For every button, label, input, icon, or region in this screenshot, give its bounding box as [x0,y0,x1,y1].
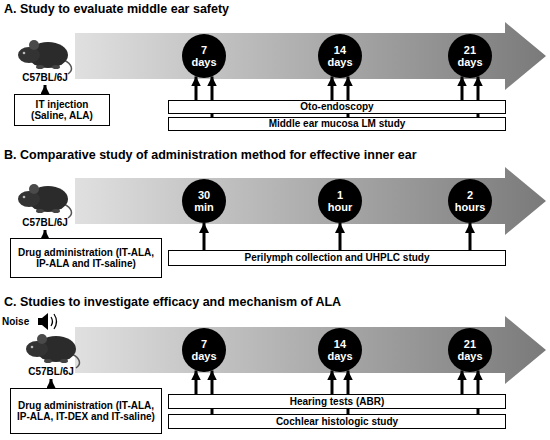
process-box: Oto-endoscopy [168,100,506,114]
node-text: 21 days [457,338,482,362]
connector-arrow [331,76,334,100]
timepoint-circle: 1 hour [318,179,362,223]
timepoint-circle: 7 days [182,34,226,78]
process-box: Hearing tests (ABR) [168,394,506,409]
node-text: Cochlear histologic study [276,416,398,428]
timepoint-circle: 2 hours [448,179,492,223]
speaker-icon [42,313,48,330]
panel-heading: C. Studies to investigate efficacy and m… [4,295,341,309]
connector-arrow [195,76,198,100]
node-text: Middle ear mucosa LM study [269,118,406,130]
node-text: Drug administration (IT-ALA, IP-ALA, IT-… [14,400,158,423]
timeline-arrow [75,167,546,235]
process-box: Perilymph collection and UHPLC study [168,250,506,266]
pointer-arrow [50,379,53,388]
mouse-illustration [26,334,79,368]
process-box: IT injection (Saline, ALA) [14,94,110,126]
timeline-arrow [75,316,546,384]
sound-wave [51,317,53,326]
strain-label: C57BL/6J [16,366,86,377]
speaker-icon [38,318,42,325]
process-box: Drug administration (IT-ALA, IP-ALA and … [10,238,162,278]
process-box: Drug administration (IT-ALA, IP-ALA, IT-… [10,388,162,434]
node-text: Drug administration (IT-ALA, IP-ALA and … [14,247,158,270]
connector-arrow [195,370,198,394]
panel-heading: A. Study to evaluate middle ear safety [4,2,229,16]
connector-arrow [203,223,206,250]
timepoint-circle: 30 min [182,179,226,223]
pointer-arrow [44,85,47,94]
strain-label: C57BL/6J [10,72,80,83]
process-box: Cochlear histologic study [168,414,506,429]
connector-arrow [331,370,334,394]
node-text: 14 days [327,44,352,68]
timepoint-circle: 21 days [448,34,492,78]
process-box: Middle ear mucosa LM study [168,117,506,131]
node-text: 1 hour [328,189,352,213]
timepoint-circle: 21 days [448,328,492,372]
mouse-illustration [18,40,71,74]
timepoint-circle: 14 days [318,328,362,372]
node-text: IT injection (Saline, ALA) [18,99,106,122]
node-text: 21 days [457,44,482,68]
timeline-arrow [75,22,546,90]
node-text: 2 hours [455,189,486,213]
node-text: Hearing tests (ABR) [290,396,384,408]
connector-arrow [339,223,342,250]
noise-label: Noise [2,316,29,327]
strain-label: C57BL/6J [10,217,80,228]
pointer-arrow [44,230,47,238]
connector-arrow [461,370,464,394]
node-text: Oto-endoscopy [300,101,373,113]
connector-arrow [469,223,472,250]
node-text: 7 days [191,338,216,362]
node-text: 30 min [194,189,214,213]
node-text: 14 days [327,338,352,362]
sound-wave [54,314,57,329]
panel-heading: B. Comparative study of administration m… [4,148,417,162]
connector-arrow [461,76,464,100]
timepoint-circle: 7 days [182,328,226,372]
timepoint-circle: 14 days [318,34,362,78]
node-text: 7 days [191,44,216,68]
mouse-illustration [18,184,71,218]
node-text: Perilymph collection and UHPLC study [244,252,429,264]
